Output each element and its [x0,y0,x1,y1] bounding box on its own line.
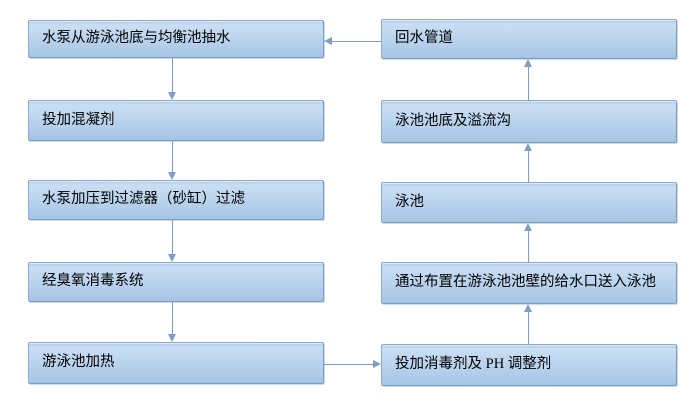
arrow-right-icon [324,360,381,369]
arrow-left-icon [324,37,381,46]
arrow-down-icon [168,58,177,100]
arrow-up-icon [524,143,533,182]
arrow-down-icon [168,302,177,342]
flow-node-pool: 泳池 [381,182,677,223]
flow-node-pool-heating: 游泳池加热 [28,342,324,384]
flow-node-pump-intake: 水泵从游泳池底与均衡池抽水 [28,20,324,58]
flow-node-pressure-sand-filter: 水泵加压到过滤器（砂缸）过滤 [28,180,324,220]
flow-node-dose-disinfectant-ph: 投加消毒剂及 PH 调整剂 [381,344,677,386]
flow-node-ozone-disinfection: 经臭氧消毒系统 [28,262,324,302]
arrow-down-icon [168,220,177,262]
flow-node-add-coagulant: 投加混凝剂 [28,100,324,141]
arrow-up-icon [524,304,533,344]
flow-node-return-pipe: 回水管道 [381,19,677,59]
flow-node-wall-inlet-to-pool: 通过布置在游泳池池壁的给水口送入泳池 [381,262,677,304]
arrow-up-icon [524,223,533,262]
arrow-down-icon [168,141,177,180]
flow-node-pool-bottom-overflow-gutter: 泳池池底及溢流沟 [381,100,677,143]
arrow-up-icon [524,59,533,100]
